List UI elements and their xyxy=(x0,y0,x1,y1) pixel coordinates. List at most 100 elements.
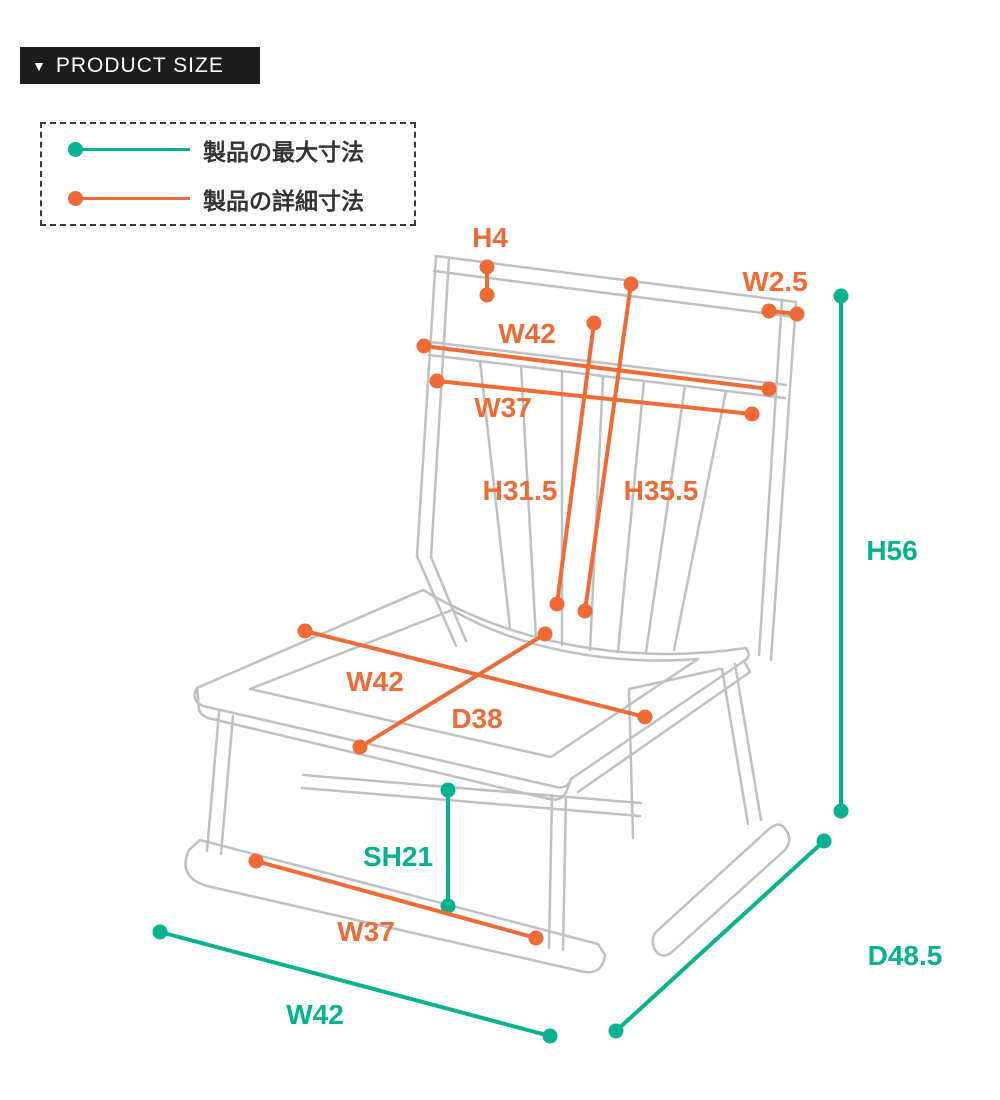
legend-label-max: 製品の最大寸法 xyxy=(203,138,364,165)
chair-line xyxy=(429,256,451,559)
dim-h31-5-label: H31.5 xyxy=(483,475,558,506)
chair-slat xyxy=(478,359,512,630)
chair-runner-left xyxy=(184,838,607,974)
dim-d38-dot xyxy=(537,626,553,642)
dim-h4: H4 xyxy=(472,222,508,303)
dim-h31-5-line xyxy=(555,322,596,605)
dim-w37-base-dot xyxy=(528,930,544,946)
dim-d48-5-label: D48.5 xyxy=(868,940,943,971)
legend-item-max: 製品の最大寸法 xyxy=(68,133,414,167)
chair-slat xyxy=(519,364,538,640)
chair-drawing xyxy=(184,254,798,974)
chair-seat-front-face xyxy=(195,686,573,801)
dim-h35-5-dot xyxy=(623,276,639,292)
triangle-down-icon: ▼ xyxy=(32,57,46,74)
dim-sh21-dot xyxy=(440,898,456,914)
dim-h4-dot xyxy=(479,287,495,303)
dim-d48-5-dot xyxy=(816,833,832,849)
chair-leg xyxy=(720,667,750,826)
chair-line xyxy=(757,298,784,657)
chair-line xyxy=(434,254,798,304)
legend-dot-detail-icon xyxy=(68,191,83,206)
dim-w42-seat-dot xyxy=(637,709,653,725)
legend-box: 製品の最大寸法 製品の詳細寸法 xyxy=(40,122,416,226)
dim-w37-base: W37 xyxy=(248,853,544,947)
legend-line-max-icon xyxy=(78,148,190,151)
chair-leg xyxy=(219,714,235,856)
dim-h31-5: H31.5 xyxy=(483,315,602,612)
dim-w37-back-label: W37 xyxy=(474,392,532,423)
chair-brace xyxy=(429,555,468,643)
dim-w42-back-dot xyxy=(416,338,432,354)
dim-sh21-dot xyxy=(440,782,456,798)
chair-slat xyxy=(644,384,687,654)
dim-d48-5: D48.5 xyxy=(608,833,943,1039)
chair-slat xyxy=(672,389,728,652)
dim-sh21-label: SH21 xyxy=(363,841,433,872)
legend-item-detail: 製品の詳細寸法 xyxy=(68,182,414,216)
dim-w42-back-dot xyxy=(761,381,777,397)
chair-leg xyxy=(547,793,554,950)
chair-backrest xyxy=(415,254,798,662)
dim-d38-label: D38 xyxy=(451,703,502,734)
chair-leg xyxy=(561,795,568,952)
dim-d38-line xyxy=(358,632,547,749)
dim-w42-seat-label: W42 xyxy=(346,666,404,697)
chair-seat-side-face xyxy=(576,659,752,794)
chair-seat xyxy=(193,588,752,801)
dim-w42-seat: W42 xyxy=(297,623,653,725)
dim-w2-5-label: W2.5 xyxy=(742,266,807,297)
dim-w37-back-dot xyxy=(744,406,760,422)
dim-d48-5-line xyxy=(614,839,826,1033)
dim-w42-back-line xyxy=(423,344,770,391)
legend-line-detail-icon xyxy=(78,197,190,200)
dim-h4-dot xyxy=(479,259,495,275)
dim-w42-base-label: W42 xyxy=(286,999,344,1030)
chair-line xyxy=(415,254,438,558)
dim-w42-back: W42 xyxy=(416,318,777,397)
dim-h35-5: H35.5 xyxy=(577,276,699,619)
section-header: ▼ PRODUCT SIZE xyxy=(20,47,260,84)
dim-d38: D38 xyxy=(352,626,553,755)
dim-h31-5-dot xyxy=(586,315,602,331)
dim-w42-base: W42 xyxy=(152,924,558,1044)
dim-w42-base-dot xyxy=(542,1028,558,1044)
dim-h56-dot xyxy=(833,803,849,819)
chair-brace xyxy=(415,554,458,648)
chair-line xyxy=(428,340,788,387)
dim-w37-back-line xyxy=(436,379,753,416)
dim-w42-seat-line xyxy=(304,629,646,719)
dim-d38-dot xyxy=(352,739,368,755)
dim-w37-base-dot xyxy=(248,853,264,869)
chair-slat xyxy=(616,379,646,654)
chair-leg xyxy=(733,662,763,822)
chair-leg xyxy=(205,710,221,853)
dim-d48-5-dot xyxy=(608,1023,624,1039)
chair-line xyxy=(769,300,798,662)
chair-line xyxy=(432,269,796,319)
dim-h35-5-label: H35.5 xyxy=(624,475,699,506)
dim-w37-base-line xyxy=(255,859,537,940)
chair-runner-right xyxy=(651,823,791,957)
dim-w37-back: W37 xyxy=(429,373,760,423)
dim-w2-5-dot xyxy=(789,306,805,322)
dim-w42-base-dot xyxy=(152,924,168,940)
chair-side-panel xyxy=(627,667,722,691)
dim-w42-base-line xyxy=(159,930,551,1038)
dim-h56-label: H56 xyxy=(866,535,917,566)
dim-h35-5-line xyxy=(583,283,633,612)
chair-seat-inner-rim xyxy=(248,608,700,759)
chair-base xyxy=(184,662,791,974)
dim-w42-seat-dot xyxy=(297,623,313,639)
chair-stretcher xyxy=(301,773,643,805)
dim-w37-base-label: W37 xyxy=(337,916,395,947)
legend-dot-max-icon xyxy=(68,142,83,157)
dim-h56: H56 xyxy=(833,288,918,819)
dim-h31-5-dot xyxy=(549,596,565,612)
dim-w2-5-dot xyxy=(761,303,777,319)
dim-w37-back-dot xyxy=(429,373,445,389)
dim-h35-5-dot xyxy=(577,603,593,619)
legend-label-detail: 製品の詳細寸法 xyxy=(203,187,364,214)
